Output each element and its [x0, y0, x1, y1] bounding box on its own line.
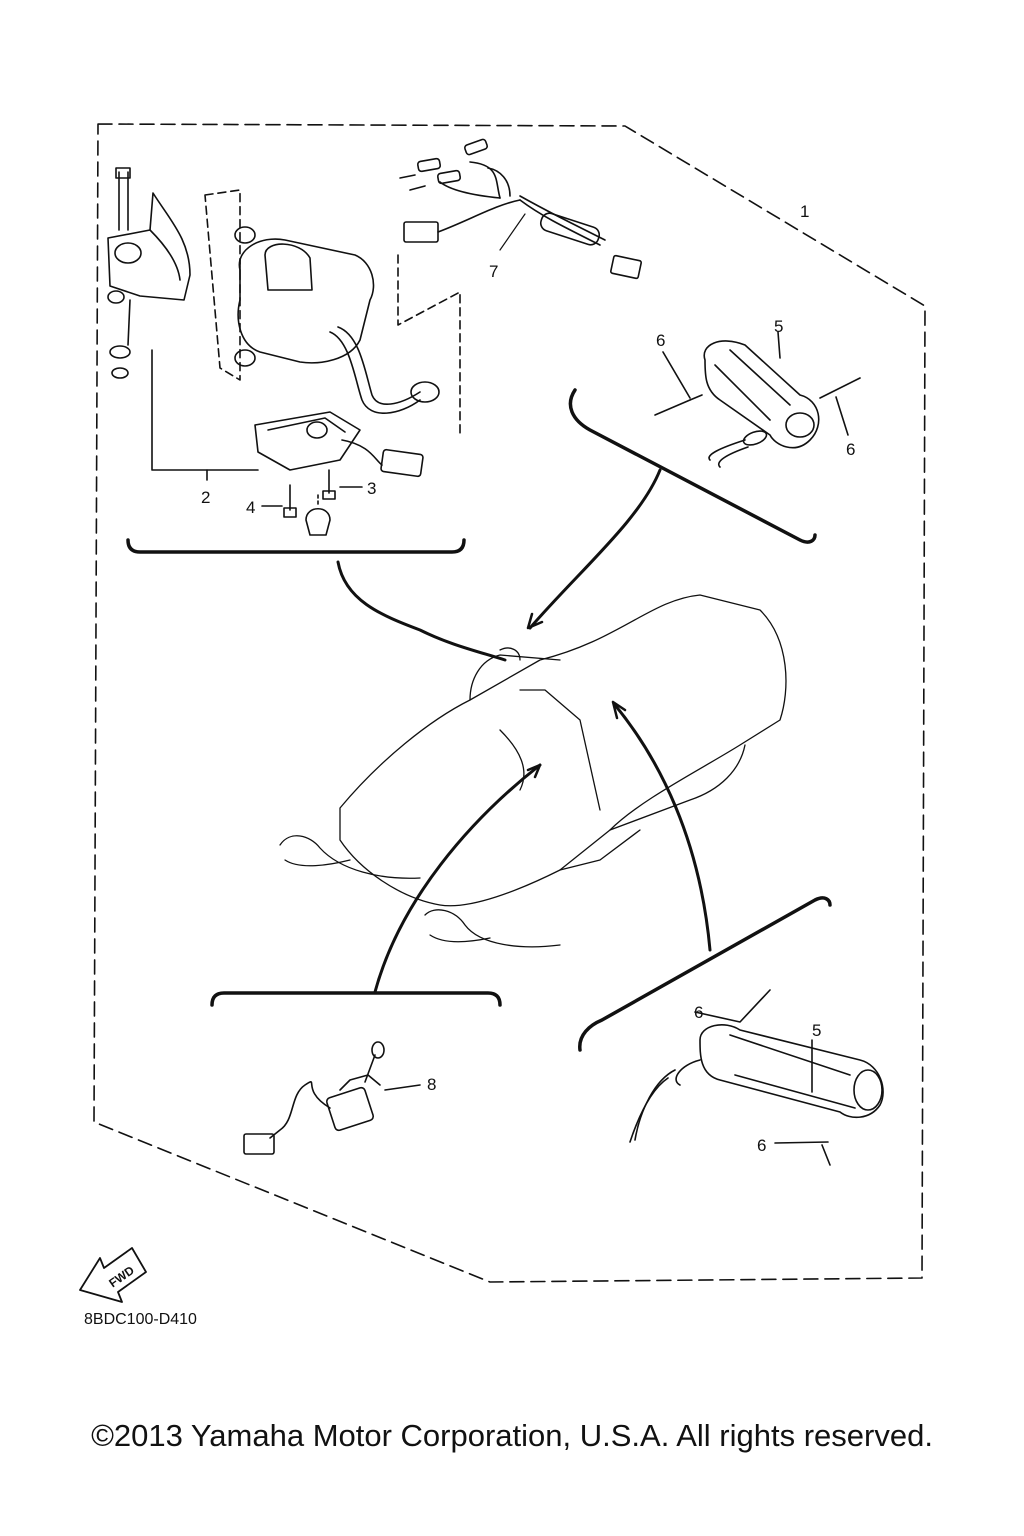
- callout-4: 4: [246, 498, 255, 517]
- callout-6-bottom-top: 6: [694, 1003, 703, 1022]
- fwd-arrow-icon: [79, 1247, 147, 1303]
- toggle-switch-group: [243, 1041, 421, 1155]
- callout-2: 2: [201, 488, 210, 507]
- callout-6-top-right: 6: [846, 440, 855, 459]
- diagram-code: 8BDC100-D410: [84, 1311, 197, 1328]
- callout-8: 8: [427, 1075, 436, 1094]
- callout-7: 7: [489, 262, 498, 281]
- callout-6-bottom-lower: 6: [757, 1136, 766, 1155]
- snowmobile: [279, 594, 787, 948]
- copyright-notice: ©2013 Yamaha Motor Corporation, U.S.A. A…: [91, 1418, 933, 1453]
- callout-3: 3: [367, 479, 376, 498]
- callout-5-bottom: 5: [812, 1021, 821, 1040]
- grip-group-top: [654, 331, 861, 468]
- pointer-arrows: [336, 468, 712, 994]
- callout-6-top-left: 6: [656, 331, 665, 350]
- group-bracket-top-left: [126, 538, 466, 554]
- wire-harness: [399, 138, 642, 280]
- kit-outline: [93, 123, 926, 1283]
- fwd-label: FWD: [106, 1263, 137, 1290]
- group-bracket-bottom-right: [578, 896, 832, 1052]
- group-bracket-top-right: [568, 388, 817, 544]
- callout-1: 1: [800, 202, 809, 221]
- callout-5-top: 5: [774, 317, 783, 336]
- group-bracket-bottom-left: [210, 991, 502, 1007]
- switch-assembly-group: [107, 167, 461, 536]
- grip-group-bottom: [629, 989, 884, 1166]
